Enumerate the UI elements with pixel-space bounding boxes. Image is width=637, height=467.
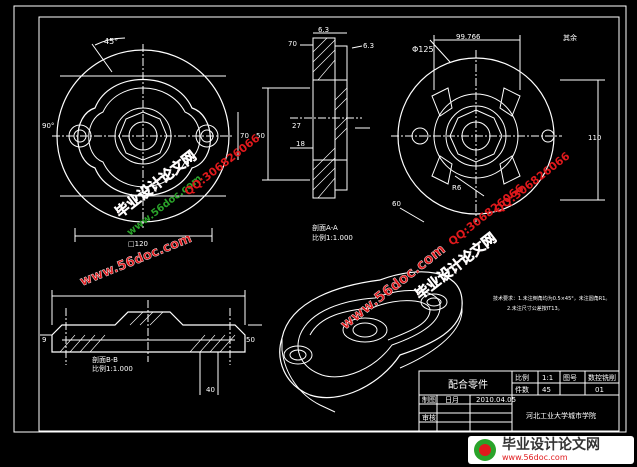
dim-aa-18: 18	[296, 140, 305, 148]
title-dwgno-label: 图号	[563, 374, 577, 382]
dim-aa-27: 27	[292, 122, 301, 130]
title-part-name: 配合零件	[448, 378, 488, 391]
section-bb-view	[40, 290, 262, 395]
title-material: 45	[542, 386, 551, 394]
inner-frame	[38, 16, 620, 432]
dim-r6: R6	[452, 184, 462, 192]
dim-bb-9: 9	[42, 336, 46, 344]
logo-icon	[474, 439, 496, 461]
watermark-layer: 毕业设计论文网 www.56doc.com QQ:306826066 www.5…	[78, 131, 573, 333]
title-scale-value: 1:1	[542, 374, 553, 382]
dim-height-left: 70	[240, 132, 249, 140]
dim-60: 60	[392, 200, 401, 208]
isometric-view	[279, 271, 463, 413]
footer-site-name: 毕业设计论文网	[502, 437, 600, 453]
dim-phi125: Φ125	[412, 45, 434, 54]
footer-url: www.56doc.com	[502, 453, 568, 462]
footer-logo: 毕业设计论文网 www.56doc.com	[468, 436, 634, 464]
dim-angle-90: 90°	[42, 122, 54, 130]
tech-note-1: 技术要求：1.未注倒角均为0.5×45°，未注圆角R1。	[493, 295, 610, 302]
dim-aa-top: 6.3	[318, 26, 329, 34]
title-drawer: 日月	[445, 396, 459, 404]
roughness-aa: 6.3	[363, 42, 374, 50]
dim-110: 110	[588, 134, 601, 142]
dim-bb-50: 50	[246, 336, 255, 344]
roughness-other: 其余	[563, 33, 577, 42]
dim-width-120: □120	[128, 240, 148, 248]
title-qty: 01	[595, 386, 604, 394]
title-scale-label: 比例	[515, 373, 529, 382]
title-school: 河北工业大学城市学院	[526, 411, 596, 420]
dim-99: 99.766	[456, 33, 481, 41]
outer-frame	[13, 5, 627, 433]
dim-aa-50: 50	[256, 132, 265, 140]
tech-note-2: 2.未注尺寸公差按IT13。	[507, 305, 563, 312]
dim-aa-70: 70	[288, 40, 297, 48]
section-bb-label: 剖面B-B	[92, 355, 118, 364]
section-aa-scale: 比例1:1.000	[312, 233, 353, 242]
title-qty-label: 件数	[515, 385, 529, 394]
section-bb-scale: 比例1:1.000	[92, 364, 133, 373]
title-dwgno: 数控铣削	[588, 373, 616, 382]
dim-angle-45: 45°	[104, 37, 118, 46]
dim-bb-40: 40	[206, 386, 215, 394]
front-view-right	[391, 35, 605, 223]
title-drawer-label: 制图	[422, 395, 436, 404]
title-block	[418, 370, 620, 432]
section-aa-label: 剖面A-A	[312, 223, 338, 232]
title-checker-label: 审核	[422, 413, 436, 422]
section-aa-view	[262, 32, 370, 199]
front-view-left	[52, 37, 239, 242]
title-date: 2010.04.05	[476, 396, 516, 404]
